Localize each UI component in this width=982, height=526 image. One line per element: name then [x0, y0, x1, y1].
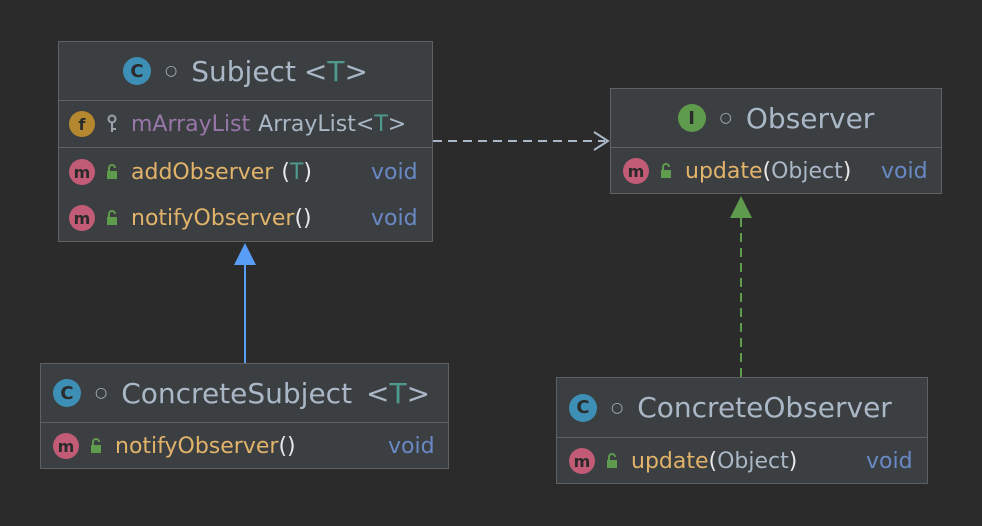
method-row[interactable]: m notifyObserver ( ) void [59, 195, 432, 241]
extends-arrowhead [234, 243, 256, 265]
public-lock-icon [85, 438, 107, 454]
class-subject[interactable]: C ○ Subject < T > f mArrayList ArrayList… [58, 41, 433, 242]
method-name: update [685, 158, 763, 184]
class-concrete-subject[interactable]: C ○ ConcreteSubject < T > m notifyObserv… [40, 363, 449, 469]
paren-close: ) [788, 448, 798, 474]
private-key-icon [101, 114, 123, 134]
method-name: update [631, 448, 709, 474]
dot-icon: ○ [719, 110, 732, 126]
method-badge-icon: m [69, 159, 95, 185]
type-param: T [389, 376, 407, 410]
method-row[interactable]: m addObserver ( T ) void [59, 149, 432, 195]
class-name: ConcreteObserver [637, 391, 892, 424]
methods-section: m update ( Object ) void [557, 438, 927, 484]
method-name: notifyObserver [131, 205, 295, 231]
methods-section: m addObserver ( T ) void m notifyObserve… [59, 148, 432, 242]
generic-close: > [344, 54, 368, 88]
dot-icon: ○ [95, 385, 108, 401]
method-badge-icon: m [623, 158, 649, 184]
methods-section: m notifyObserver ( ) void [41, 423, 448, 469]
paren-open: ( [762, 158, 772, 184]
paren-close: ) [287, 433, 296, 459]
paren-open: ( [278, 433, 288, 459]
paren-open: ( [281, 159, 290, 185]
field-badge-icon: f [69, 111, 95, 137]
paren-close: ) [303, 159, 312, 185]
generic-close: > [406, 376, 431, 410]
field-type: ArrayList [258, 111, 356, 137]
dot-icon: ○ [165, 63, 178, 79]
public-lock-icon [101, 210, 123, 226]
method-badge-icon: m [53, 433, 79, 459]
method-param: T [289, 159, 304, 185]
class-name: Observer [745, 101, 875, 135]
method-param: Object [771, 158, 843, 184]
class-concrete-subject-header: C ○ ConcreteSubject < T > [41, 364, 448, 423]
dot-icon: ○ [611, 399, 624, 416]
methods-section: m update ( Object ) void [611, 148, 941, 194]
type-param: T [327, 54, 345, 88]
class-concrete-observer-header: C ○ ConcreteObserver [557, 378, 927, 438]
generic-open: < [303, 54, 328, 88]
class-name: Subject [191, 54, 296, 88]
generic-close: > [387, 111, 407, 137]
generic-open: < [366, 376, 390, 410]
interface-observer[interactable]: I ○ Observer m update ( Object ) void [610, 88, 942, 194]
public-lock-icon [601, 453, 623, 469]
return-type: void [388, 433, 435, 459]
interface-observer-header: I ○ Observer [611, 89, 941, 148]
method-badge-icon: m [569, 448, 595, 474]
return-type: void [881, 158, 928, 184]
interface-badge-icon: I [677, 104, 706, 132]
fields-section: f mArrayList ArrayList < T > [59, 101, 432, 148]
public-lock-icon [655, 163, 677, 179]
method-row[interactable]: m update ( Object ) void [557, 438, 927, 484]
dependency-arrowhead [593, 131, 610, 151]
generic-open: < [355, 111, 375, 137]
field-name: mArrayList [131, 111, 251, 137]
return-type: void [371, 205, 418, 231]
return-type: void [371, 159, 418, 185]
class-concrete-observer[interactable]: C ○ ConcreteObserver m update ( Object )… [556, 377, 928, 484]
class-name: ConcreteSubject [121, 376, 353, 410]
class-badge-icon: C [569, 393, 597, 422]
class-badge-icon: C [123, 57, 152, 85]
paren-close: ) [303, 205, 312, 231]
class-subject-header: C ○ Subject < T > [59, 42, 432, 101]
field-type-param: T [374, 111, 388, 137]
method-badge-icon: m [69, 205, 95, 231]
method-param: Object [717, 448, 789, 474]
method-name: notifyObserver [115, 433, 279, 459]
return-type: void [866, 448, 913, 474]
method-name: addObserver [131, 159, 274, 185]
field-row[interactable]: f mArrayList ArrayList < T > [59, 101, 432, 147]
public-lock-icon [101, 164, 123, 180]
paren-close: ) [842, 158, 852, 184]
paren-open: ( [708, 448, 718, 474]
class-badge-icon: C [53, 379, 81, 407]
paren-open: ( [294, 205, 304, 231]
method-row[interactable]: m notifyObserver ( ) void [41, 423, 448, 469]
method-row[interactable]: m update ( Object ) void [611, 148, 941, 194]
implements-arrowhead [730, 196, 752, 218]
